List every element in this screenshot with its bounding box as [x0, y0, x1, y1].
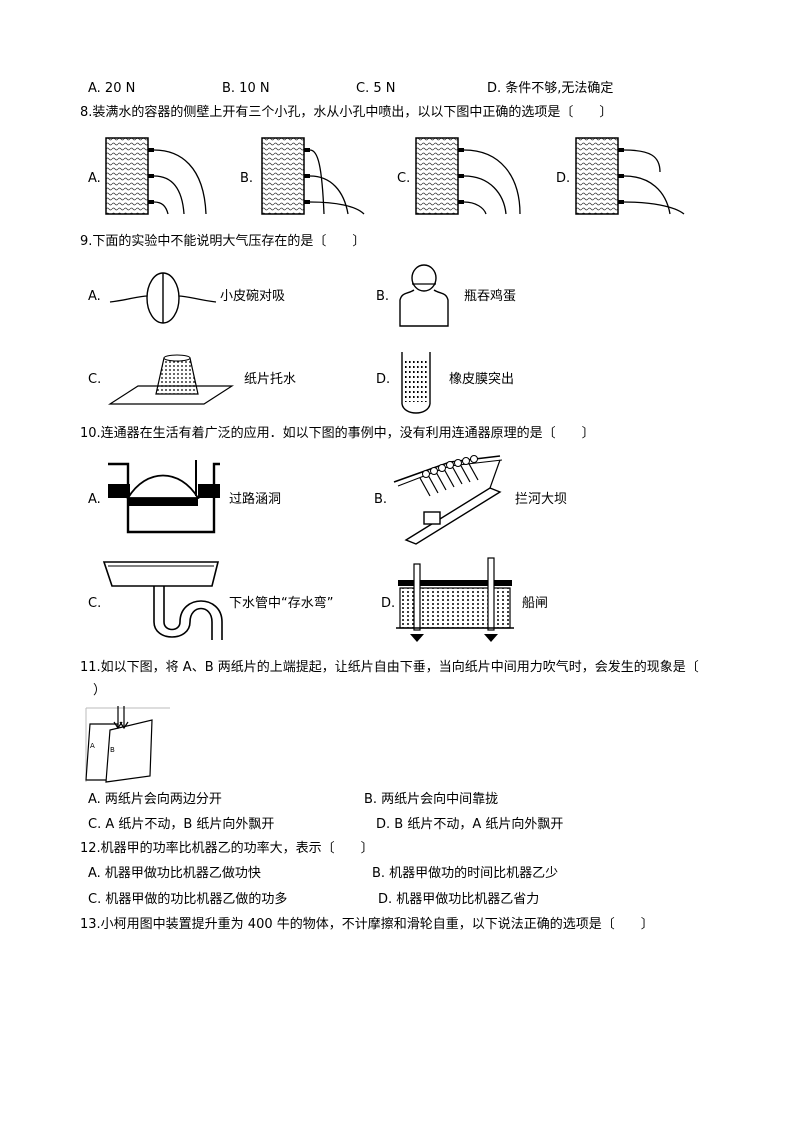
container-figure-a [105, 137, 207, 215]
paper-a-label: A [90, 742, 95, 750]
q8-label-b: B. [240, 171, 254, 186]
rubber-membrane-figure [401, 352, 431, 414]
sink-trap-figure [102, 561, 223, 640]
q10-label-c: C. [88, 596, 102, 611]
q9-caption-c: 纸片托水 [244, 372, 297, 387]
q13-stem: 13.小柯用图中装置提升重为 400 牛的物体，不计摩擦和滑轮自重，以下说法正确… [80, 917, 654, 932]
suction-cups-figure [109, 272, 217, 324]
q9-label-b: B. [376, 289, 390, 304]
q9-caption-b: 瓶吞鸡蛋 [464, 289, 517, 304]
dam-figure [393, 455, 503, 545]
q10-caption-c: 下水管中“存水弯” [229, 596, 334, 611]
q11-option-d: D. B 纸片不动，A 纸片向外飘开 [376, 817, 564, 832]
q10-label-d: D. [381, 596, 396, 611]
q12-option-c: C. 机器甲做的功比机器乙做的功多 [88, 892, 288, 907]
q11-stem-line1: 11.如以下图，将 A、B 两纸片的上端提起，让纸片自由下垂，当向纸片中间用力吹… [80, 660, 699, 675]
container-figure-c [415, 137, 521, 215]
container-figure-b [261, 137, 365, 215]
q10-caption-b: 拦河大坝 [515, 492, 568, 507]
q9-label-a: A. [88, 289, 101, 304]
paper-water-figure [108, 354, 234, 405]
q12-option-a: A. 机器甲做功比机器乙做功快 [88, 866, 261, 881]
q9-caption-d: 橡皮膜突出 [449, 372, 515, 387]
q8-label-c: C. [397, 171, 411, 186]
q11-option-c: C. A 纸片不动，B 纸片向外飘开 [88, 817, 275, 832]
container-figure-d [575, 137, 685, 215]
q12-stem: 12.机器甲的功率比机器乙的功率大，表示〔 〕 [80, 841, 374, 856]
q10-stem: 10.连通器在生活有着广泛的应用．如以下图的事例中，没有利用连通器原理的是〔 〕 [80, 426, 595, 441]
q8-stem: 8.装满水的容器的侧壁上开有三个小孔，水从小孔中喷出，以以下图中正确的选项是〔 … [80, 105, 613, 120]
q10-label-b: B. [374, 492, 388, 507]
q7-option-b: B. 10 N [222, 81, 270, 96]
q9-stem: 9.下面的实验中不能说明大气压存在的是〔 〕 [80, 234, 366, 249]
q7-option-d: D. 条件不够,无法确定 [487, 81, 614, 96]
paper-b-label: B [110, 746, 115, 754]
ship-lock-figure [396, 557, 514, 642]
q8-label-a: A. [88, 171, 101, 186]
q9-label-d: D. [376, 372, 391, 387]
paper-sheets-figure: A B [78, 704, 172, 784]
q11-option-b: B. 两纸片会向中间靠拢 [364, 792, 499, 807]
q9-label-c: C. [88, 372, 102, 387]
q7-option-c: C. 5 N [356, 81, 396, 96]
q11-option-a: A. 两纸片会向两边分开 [88, 792, 222, 807]
q10-caption-a: 过路涵洞 [229, 492, 282, 507]
q7-option-a: A. 20 N [88, 81, 136, 96]
q11-stem-line2: ） [80, 683, 107, 698]
q9-caption-a: 小皮碗对吸 [220, 289, 286, 304]
q12-option-b: B. 机器甲做功的时间比机器乙少 [372, 866, 559, 881]
q10-caption-d: 船闸 [522, 596, 549, 611]
q10-label-a: A. [88, 492, 101, 507]
q12-option-d: D. 机器甲做功比机器乙省力 [378, 892, 540, 907]
bottle-egg-figure [399, 264, 449, 327]
q8-label-d: D. [556, 171, 571, 186]
road-culvert-figure [108, 460, 220, 534]
